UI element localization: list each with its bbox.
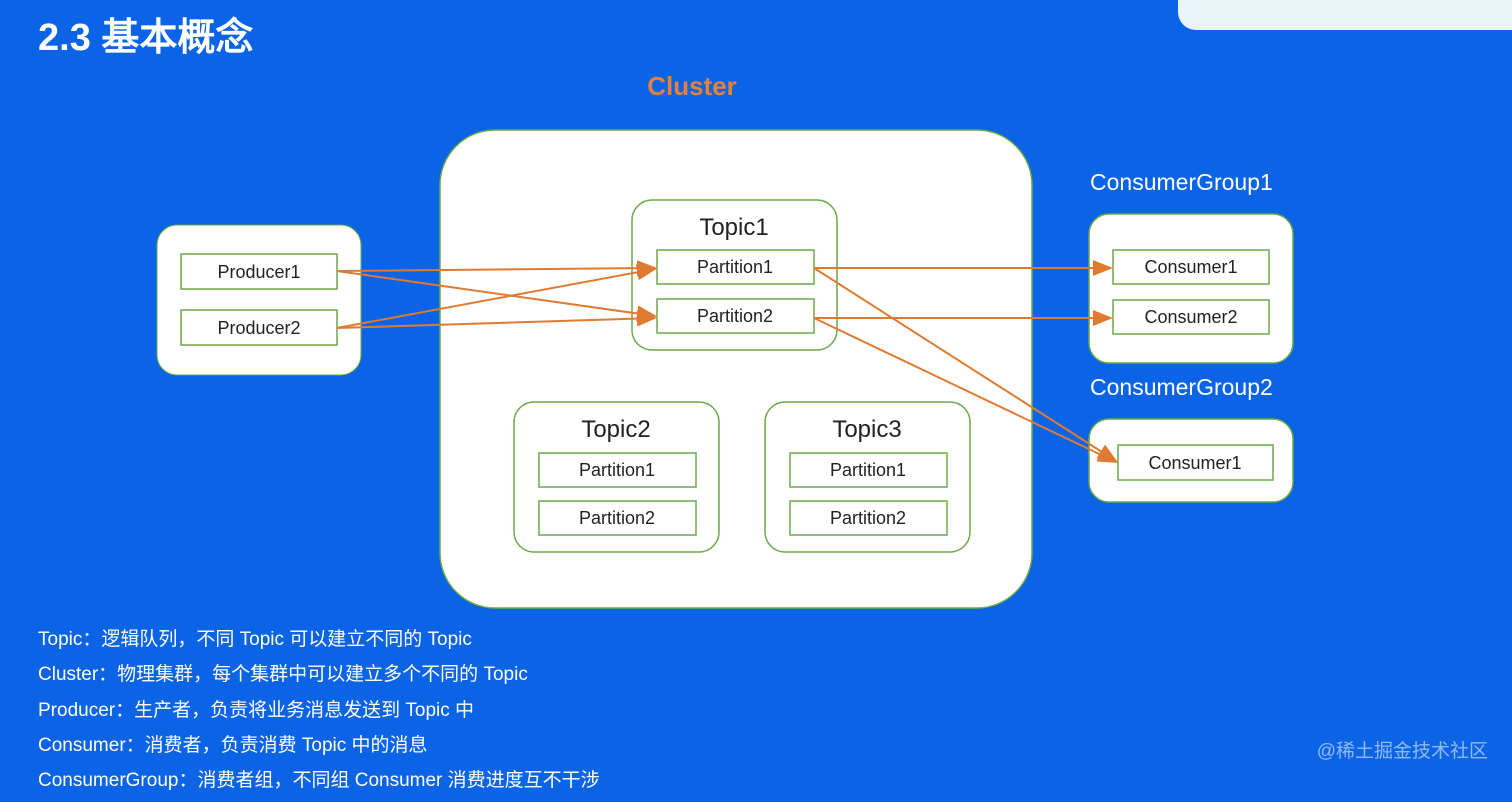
topic-title: Topic1 (699, 214, 768, 241)
consumer-group-1-box (1088, 213, 1294, 364)
slide-title: 2.3 基本概念 (38, 17, 254, 59)
consumer-label: Consumer2 (1144, 307, 1237, 327)
topic-title: Topic2 (581, 416, 650, 443)
arrow-producer2-partition2 (336, 310, 657, 329)
producer-1 (180, 253, 338, 290)
definition-topic: Topic：逻辑队列，不同 Topic 可以建立不同的 Topic (38, 629, 472, 650)
partition-2 (789, 500, 948, 536)
arrow-producer1-partition1 (336, 260, 657, 277)
consumer-label: Consumer1 (1148, 453, 1241, 473)
partition-label: Partition2 (697, 306, 773, 326)
partition-label: Partition2 (830, 508, 906, 528)
definition-consumer: Consumer：消费者，负责消费 Topic 中的消息 (38, 734, 428, 756)
partition-1 (538, 452, 697, 488)
cluster-label: Cluster (647, 71, 737, 101)
partition-2 (656, 298, 815, 334)
logo-banner (1178, 0, 1512, 30)
consumer-group-2-label: ConsumerGroup2 (1090, 374, 1273, 400)
arrow-producer1-partition2 (336, 270, 657, 322)
consumer-1 (1112, 249, 1270, 285)
definition-producer: Producer：生产者，负责将业务消息发送到 Topic 中 (38, 699, 475, 721)
partition-label: Partition1 (830, 460, 906, 480)
consumer-label: Consumer1 (1144, 257, 1237, 277)
consumer-group-1-label: ConsumerGroup1 (1090, 169, 1273, 195)
watermark: @稀土掘金技术社区 (1316, 741, 1488, 762)
partition-label: Partition2 (579, 508, 655, 528)
producer-label: Producer2 (217, 318, 300, 338)
partition-2 (538, 500, 697, 536)
arrow-partition1-group2-consumer1 (813, 267, 1118, 463)
partition-label: Partition1 (579, 460, 655, 480)
producer-box (156, 224, 362, 376)
consumer-2 (1112, 299, 1270, 335)
arrow-partition2-group2-consumer1 (813, 317, 1118, 463)
partition-label: Partition1 (697, 257, 773, 277)
partition-1 (789, 452, 948, 488)
producer-label: Producer1 (217, 262, 300, 282)
definition-consumergroup: ConsumerGroup：消费者组，不同组 Consumer 消费进度互不干涉 (38, 770, 600, 792)
arrow-producer2-partition1 (336, 264, 657, 329)
definition-cluster: Cluster：物理集群，每个集群中可以建立多个不同的 Topic (38, 664, 528, 686)
definitions-list: Topic：逻辑队列，不同 Topic 可以建立不同的 Topic Cluste… (38, 626, 600, 802)
consumer-1 (1117, 444, 1274, 481)
topic-title: Topic3 (832, 416, 901, 443)
